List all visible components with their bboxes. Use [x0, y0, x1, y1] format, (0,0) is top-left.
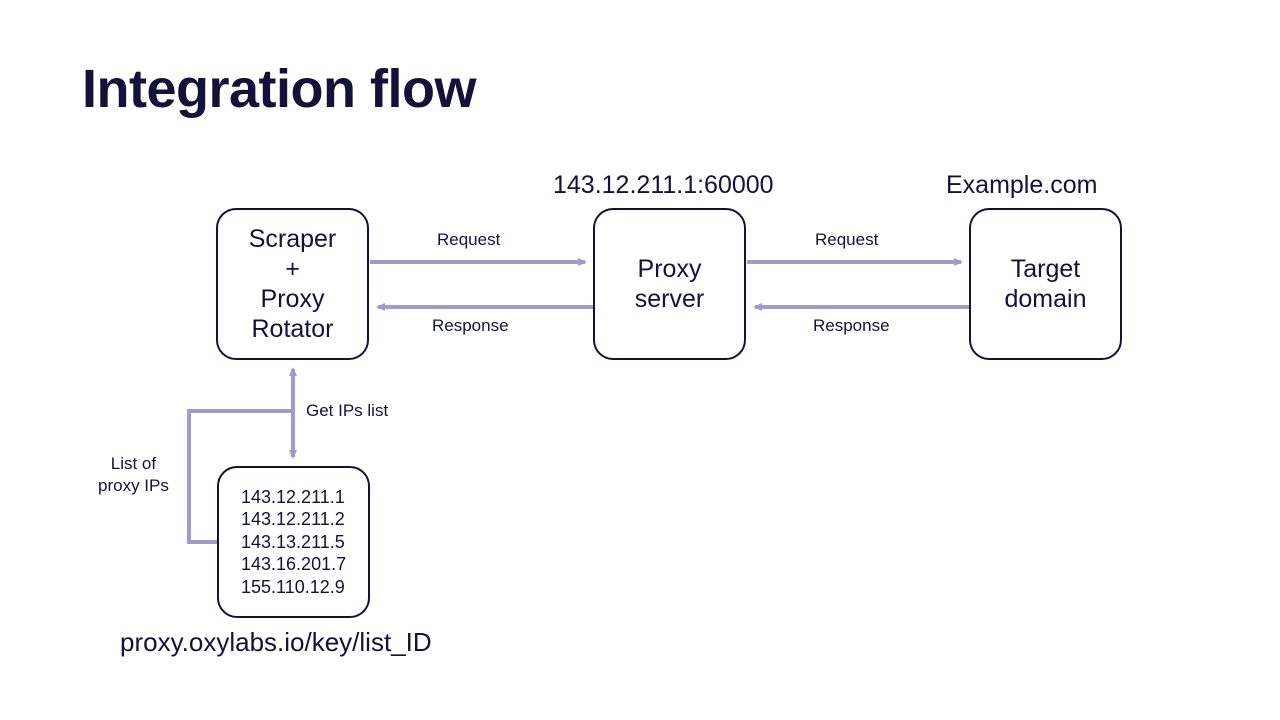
- proxy-ip-list-node: 143.12.211.1 143.12.211.2 143.13.211.5 1…: [217, 466, 370, 618]
- slide-title: Integration flow: [82, 59, 476, 119]
- ip-list-item: 143.13.211.5: [241, 531, 345, 552]
- ip-list-item: 143.12.211.2: [241, 509, 345, 530]
- node-label-line: Proxy: [260, 285, 325, 313]
- edge-label-list-of-proxy-ips: List of proxy IPs: [98, 453, 169, 497]
- ip-list-item: 143.12.211.1: [241, 486, 345, 507]
- node-label-line: domain: [1004, 285, 1087, 313]
- edge-label-response: Response: [432, 316, 509, 335]
- target-domain-node: Target domain: [969, 208, 1122, 360]
- edge-label-request: Request: [815, 230, 879, 249]
- node-label-line: Target: [1010, 255, 1081, 283]
- node-label-line: Proxy: [637, 255, 702, 283]
- edge-label-line: proxy IPs: [98, 476, 169, 495]
- connector-list-of-proxy-ips: [187, 409, 291, 544]
- node-label-line: +: [285, 255, 300, 283]
- node-label-line: Scraper: [248, 225, 337, 253]
- target-domain-address: Example.com: [946, 171, 1098, 199]
- ip-list-item: 155.110.12.9: [241, 576, 345, 597]
- scraper-proxy-rotator-node: Scraper + Proxy Rotator: [216, 208, 369, 360]
- node-label-line: server: [634, 285, 705, 313]
- proxy-server-address: 143.12.211.1:60000: [553, 171, 774, 199]
- edge-label-get-ips-list: Get IPs list: [306, 401, 389, 420]
- ip-list-endpoint-url: proxy.oxylabs.io/key/list_ID: [120, 627, 432, 657]
- node-label-line: Rotator: [251, 315, 334, 343]
- edge-label-line: List of: [110, 454, 157, 473]
- ip-list-item: 143.16.201.7: [241, 554, 347, 575]
- edge-label-response: Response: [813, 316, 890, 335]
- edge-label-request: Request: [437, 230, 501, 249]
- proxy-server-node: Proxy server: [593, 208, 746, 360]
